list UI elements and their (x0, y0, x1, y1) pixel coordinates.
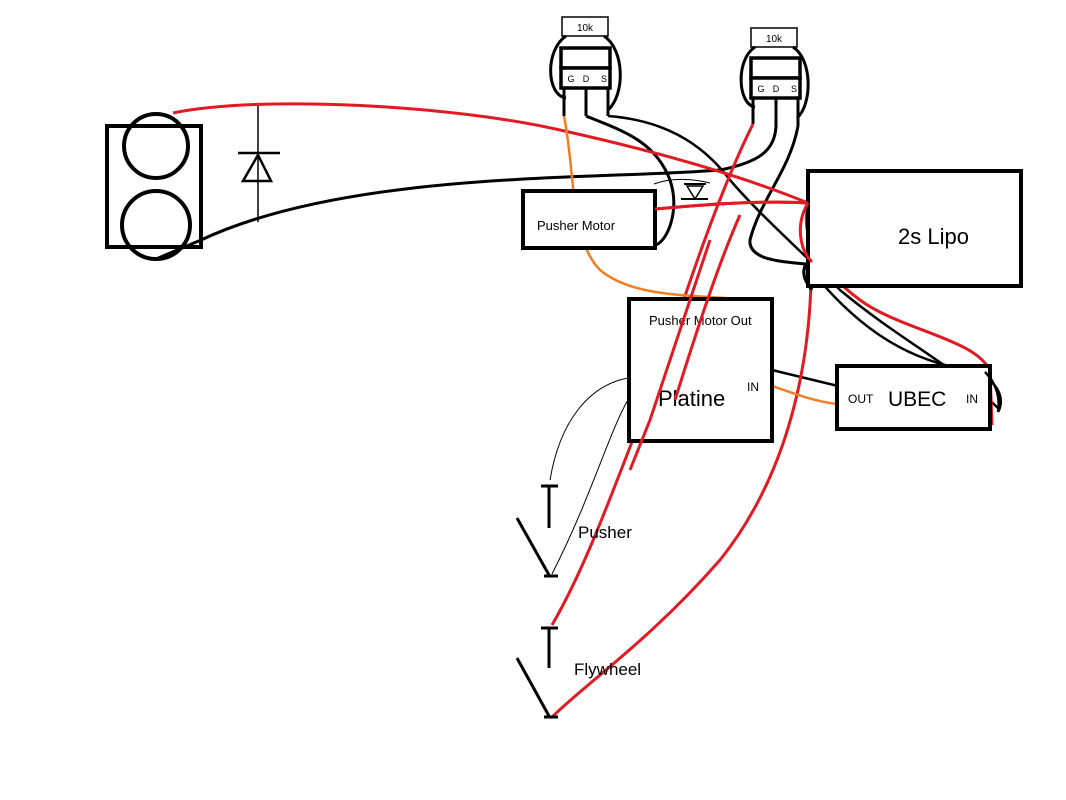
resistor-right-wire-a (739, 45, 756, 109)
pusher-motor-box (521, 189, 657, 250)
pusher-diode-wire (653, 178, 711, 185)
wire-mosfet-right-source-to-lipo (748, 125, 814, 291)
pusher-diode-triangle (685, 185, 705, 201)
flywheel-switch (515, 626, 558, 719)
resistor-left-label: 10k (577, 23, 594, 34)
resistor-right-label: 10k (766, 34, 783, 45)
mosfet-left: 10k G D S (549, 16, 622, 116)
wire-lipo-terminal-red (798, 202, 814, 264)
wire-gate-to-platine-out (562, 115, 727, 300)
resistor-left-wire-a (549, 34, 567, 100)
resistor-10k-right (750, 27, 798, 48)
resistor-right-wire-b (792, 45, 810, 120)
flywheel-motor-top (122, 112, 190, 180)
ubec-in-label: IN (966, 392, 978, 406)
resistor-10k-left (561, 16, 609, 37)
ubec: OUT UBEC IN (835, 364, 992, 431)
wire-pusher-switch-a (549, 377, 629, 481)
wire-pusher-switch-b (551, 399, 629, 575)
lipo-box (806, 169, 1023, 288)
platine-in-label: IN (747, 380, 759, 394)
flywheel-motors (105, 112, 203, 261)
diode-triangle (240, 152, 274, 183)
flywheel-switch-label: Flywheel (574, 660, 641, 679)
mosfet-right-pin-s: S (791, 84, 797, 94)
wire-red-pusher-lipo (654, 200, 809, 211)
pusher-switch (515, 484, 558, 578)
black-wires (155, 114, 1002, 575)
lipo-label: 2s Lipo (898, 224, 969, 249)
pusher-motor-label: Pusher Motor (537, 218, 616, 233)
mosfet-left-pin-g: G (567, 74, 574, 84)
wire-motor-bottom-lead (155, 238, 202, 261)
wire-motor-to-mosfet-right-drain (200, 125, 778, 242)
ubec-label: UBEC (888, 388, 946, 411)
wire-ubec-in-black (984, 371, 1000, 413)
wire-mosfet-left-source-to-ubec (607, 114, 1001, 411)
mosfet-left-pin-s: S (601, 74, 607, 84)
mosfet-right-pin-g: G (757, 84, 764, 94)
wire-platine-in-to-ubec (771, 368, 839, 388)
flywheel-diode (238, 106, 280, 222)
wire-red-through-platine (628, 239, 712, 471)
mosfet-right-tab (749, 56, 802, 80)
motor-housing (105, 124, 203, 249)
overlay-wires (628, 200, 1000, 471)
platine-label: Platine (658, 386, 725, 411)
ubec-box (835, 364, 992, 431)
pusher-switch-lever (515, 517, 551, 576)
wire-lipo-terminal-black (802, 263, 814, 291)
resistor-left-wire-b (603, 34, 622, 112)
wire-platine-in-to-ubec-out (771, 384, 839, 406)
wire-lipo-to-flywheel-switch (550, 202, 813, 719)
pusher-switch-label: Pusher (578, 523, 632, 542)
mosfet-right-pin-d: D (773, 84, 780, 94)
mosfet-left-tab (559, 46, 612, 70)
lipo-battery: 2s Lipo (806, 169, 1023, 288)
mosfet-right: 10k G D S (739, 27, 810, 126)
wire-red-gate-run (673, 214, 742, 401)
orange-wires (562, 115, 839, 406)
ubec-out-label: OUT (848, 392, 874, 406)
flywheel-switch-lever (515, 657, 551, 717)
mosfet-left-pin-d: D (583, 74, 590, 84)
pusher-motor: Pusher Motor (521, 189, 657, 250)
